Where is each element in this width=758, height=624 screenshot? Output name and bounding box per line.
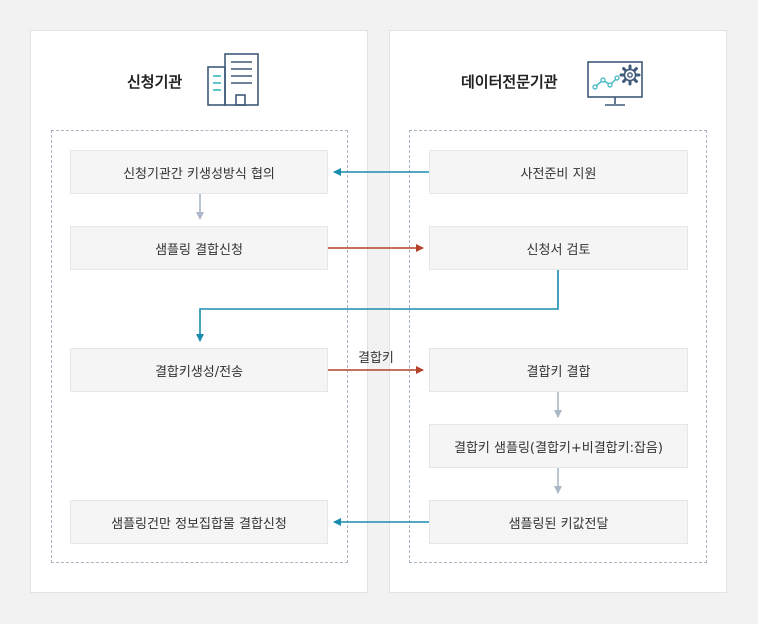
applicant-process-area: [51, 130, 348, 563]
step-sampling-request: 샘플링 결합신청: [70, 226, 328, 270]
step-preparation-support: 사전준비 지원: [429, 150, 688, 194]
step-key-sampling: 결합키 샘플링(결합키+비결합키:잡음): [429, 424, 688, 468]
step-application-review: 신청서 검토: [429, 226, 688, 270]
applicant-panel: [30, 30, 368, 593]
building-icon: [207, 53, 259, 106]
applicant-title: 신청기관: [127, 73, 183, 91]
step-key-method-agreement: 신청기관간 키생성방식 협의: [70, 150, 328, 194]
arrow-review-to-key-generation: [196, 270, 559, 342]
step-sampled-key-delivery: 샘플링된 키값전달: [429, 500, 688, 544]
data-agency-title: 데이터전문기관: [461, 73, 558, 91]
step-key-generation-transfer: 결합키생성/전송: [70, 348, 328, 392]
data-agency-panel: [389, 30, 727, 593]
agency-process-area: [409, 130, 707, 563]
monitor-gear-icon: [587, 61, 643, 106]
step-key-combination: 결합키 결합: [429, 348, 688, 392]
step-sampled-data-combination-request: 샘플링건만 정보집합물 결합신청: [70, 500, 328, 544]
combination-key-label: 결합키: [358, 351, 394, 366]
